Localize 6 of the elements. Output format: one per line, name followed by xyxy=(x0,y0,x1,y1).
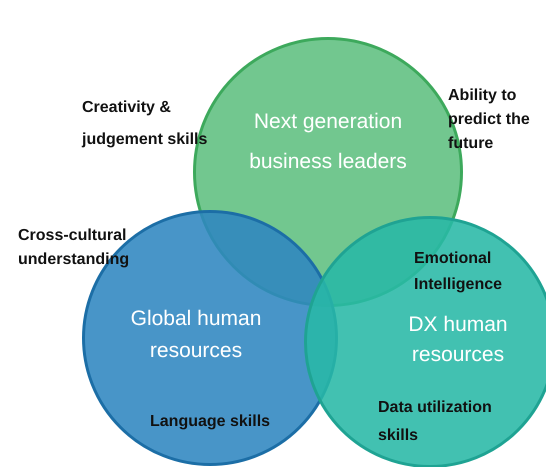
circle-title: DX human resources xyxy=(407,312,509,368)
circle-title: Next generation business leaders xyxy=(248,109,408,175)
circle-title: Global human resources xyxy=(130,306,262,364)
skill-label: Data utilization skills xyxy=(378,398,493,446)
skill-label: Language skills xyxy=(150,412,272,432)
skill-label: Emotional Intelligence xyxy=(414,249,504,295)
